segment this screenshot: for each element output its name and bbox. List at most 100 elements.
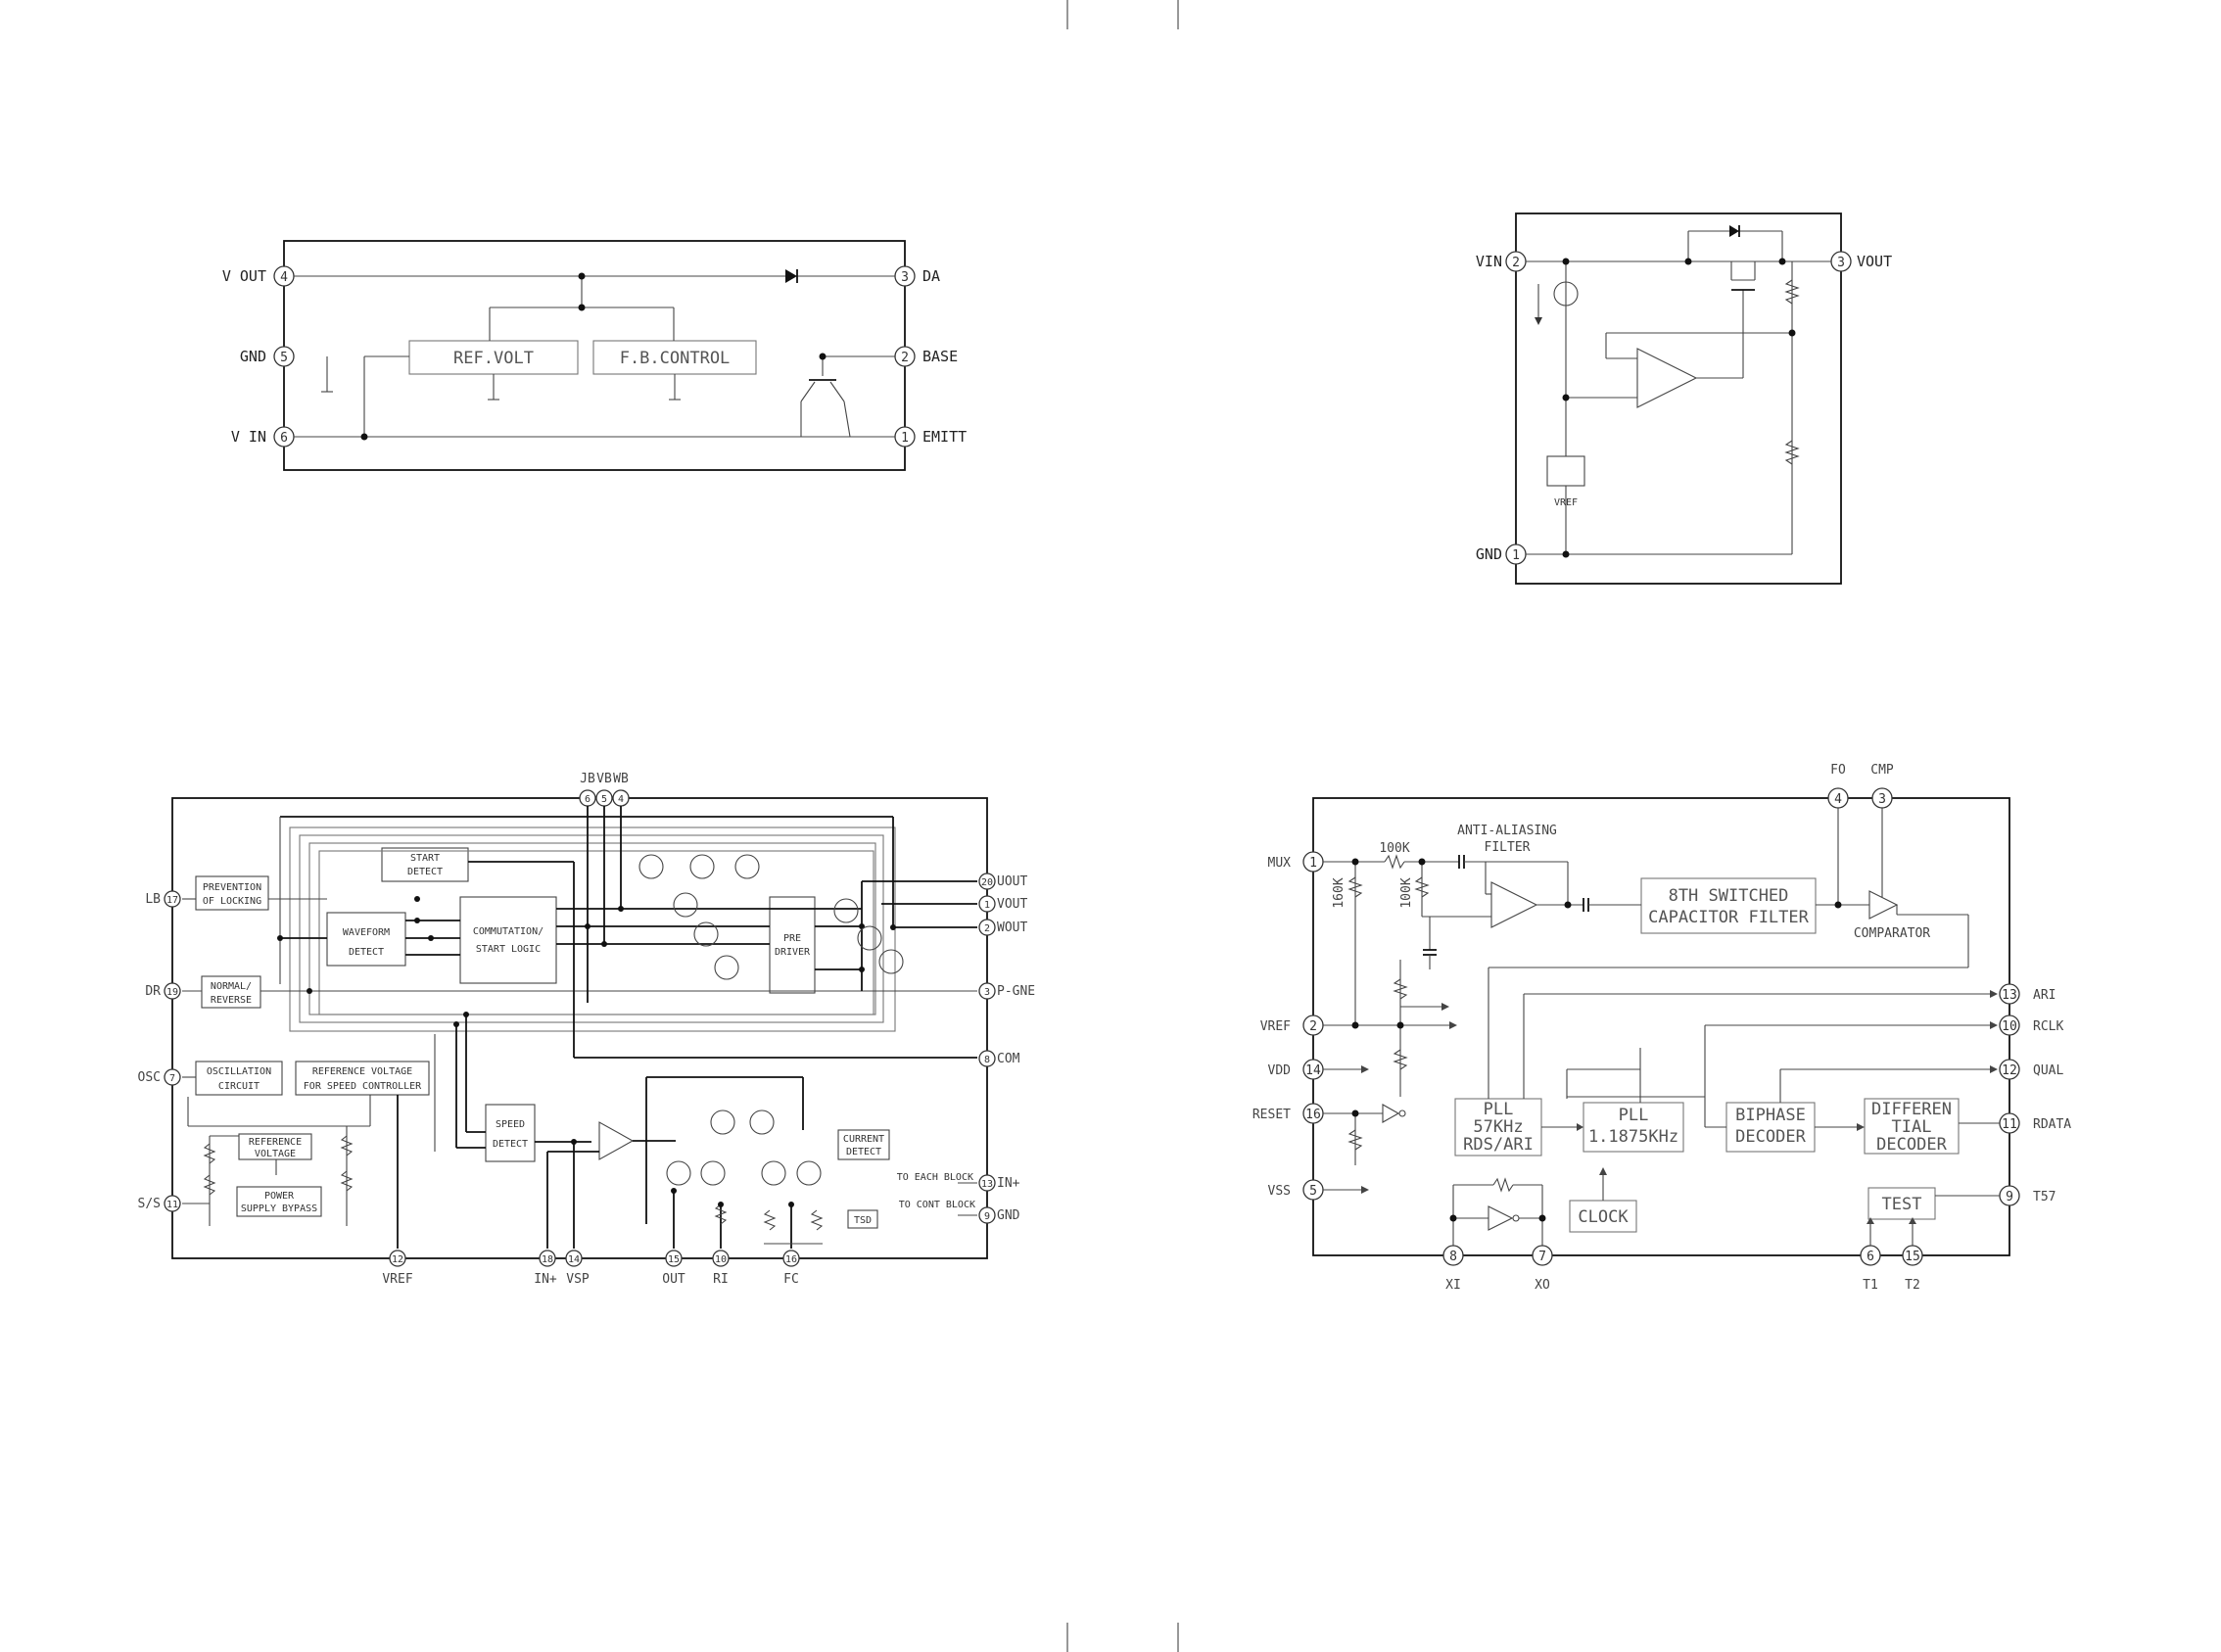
ic-outline [171, 797, 988, 1259]
pin-label: RDATA [2033, 1117, 2071, 1132]
pin-number: 9 [2006, 1190, 2013, 1204]
left-pin-ss: 11 S/S [138, 1195, 181, 1212]
block-label-line: WAVEFORM [343, 927, 390, 938]
pin-label: IN+ [534, 1272, 557, 1287]
wiring [1323, 808, 2000, 1246]
transistor-icon [700, 1160, 726, 1186]
diode-icon [785, 269, 797, 283]
right-pin-wout: 2 WOUT [978, 919, 1027, 936]
transistor-icon [761, 1160, 786, 1186]
block-label-line: ANTI-ALIASING [1457, 824, 1557, 838]
block-label-line: PLL [1484, 1100, 1514, 1119]
pin-number: 20 [981, 877, 993, 888]
pin-label: ARI [2033, 988, 2056, 1003]
ldo-block-diagram: 2 VIN 1 GND 3 VOUT VREF [1476, 212, 1892, 585]
resistor-icon [1347, 1129, 1363, 1151]
pin-number: 15 [668, 1254, 680, 1265]
pin-label: BASE [922, 348, 958, 365]
pin-number: 4 [1834, 792, 1842, 807]
switched-capacitor-filter-block: 8TH SWITCHED CAPACITOR FILTER [1640, 877, 1817, 934]
block-label-line: DETECT [493, 1139, 528, 1150]
pin-number: 2 [901, 351, 909, 365]
pin-label: VOUT [997, 897, 1027, 912]
note-cont-block: TO CONT BLOCK [899, 1200, 975, 1210]
transistor-icon [710, 1109, 735, 1135]
power-supply-bypass-block: POWER SUPPLY BYPASS [236, 1186, 322, 1217]
pin-label: T2 [1905, 1278, 1920, 1293]
pin-number: 2 [1512, 256, 1520, 270]
comparator-icon [1868, 890, 1899, 920]
bottom-pin-xi: 8 XI [1442, 1245, 1464, 1293]
current-detect-block: CURRENT DETECT [837, 1129, 890, 1160]
resistor-icon [1784, 279, 1800, 305]
transistor-icon [857, 925, 882, 951]
pin-label: EMITT [922, 428, 967, 446]
waveform-detect-block: WAVEFORM DETECT [326, 912, 406, 967]
right-pin-gnd: 9 GND [978, 1206, 1020, 1224]
top-pin-wb: 4 WB [612, 772, 630, 807]
block-label-line: 57KHz [1473, 1117, 1523, 1137]
resistor-icon [1393, 1049, 1408, 1070]
block-label-line: REVERSE [211, 995, 252, 1006]
pin-label: VOUT [1857, 253, 1892, 270]
pin-number: 9 [984, 1211, 990, 1222]
clock-block: CLOCK [1569, 1200, 1637, 1233]
pin-label: VDD [1268, 1063, 1292, 1078]
left-pin-vref: 2 VREF [1260, 1015, 1324, 1036]
block-label-line: NORMAL/ [211, 981, 252, 992]
pll-57khz-block: PLL 57KHz RDS/ARI [1454, 1098, 1542, 1156]
left-pin-dr: 19 DR [145, 982, 181, 1000]
pin-number: 10 [2002, 1019, 2017, 1034]
left-pin-osc: 7 OSC [138, 1068, 181, 1086]
pin-label: MUX [1268, 856, 1292, 871]
fb-control-block: F.B.CONTROL [592, 340, 757, 375]
diode-icon [1729, 225, 1739, 237]
pin-label: COM [997, 1052, 1020, 1066]
pin-label: VIN [1476, 253, 1502, 270]
pin-number: 11 [166, 1200, 178, 1210]
top-pin-cmp: 3 CMP [1870, 763, 1894, 809]
block-label-line: REFERENCE [249, 1137, 302, 1148]
block-label-line: PRE [783, 933, 801, 944]
commutation-logic-block: COMMUTATION/ START LOGIC [459, 896, 557, 984]
block-label-line: BIPHASE [1735, 1106, 1806, 1125]
pin-label: JB [580, 772, 595, 786]
block-label: CLOCK [1578, 1207, 1629, 1227]
block-label-line: CAPACITOR FILTER [1648, 908, 1810, 927]
right-pin-ari: 13 ARI [1999, 983, 2056, 1005]
resistor-icon [1347, 876, 1363, 898]
block-label-line: RDS/ARI [1463, 1135, 1534, 1155]
pin-label: IN+ [997, 1176, 1020, 1191]
top-pin-jb: 6 JB [579, 772, 596, 807]
schmitt-buffer-icon [1382, 1104, 1400, 1123]
pin-number: 17 [166, 895, 178, 906]
resistor-icon [203, 1174, 216, 1196]
pin-label: RI [713, 1272, 729, 1287]
error-amplifier-icon [1636, 348, 1698, 408]
pin-label: WOUT [997, 920, 1027, 935]
crop-marks [1066, 0, 1179, 1652]
block-label-line: OF LOCKING [203, 896, 261, 907]
pin-number: 10 [715, 1254, 727, 1265]
transistor-icon [796, 1160, 822, 1186]
inverter-icon [1488, 1205, 1514, 1231]
pin-label: RCLK [2033, 1019, 2063, 1034]
pin-number: 12 [392, 1254, 403, 1265]
right-pin-t57: 9 T57 [1999, 1185, 2056, 1206]
block-label-line: TIAL [1892, 1117, 1932, 1137]
pin-label: V OUT [222, 267, 266, 285]
resistor-icon [1384, 854, 1405, 870]
bottom-pin-t2: 15 T2 [1902, 1245, 1923, 1293]
pin-gnd: 1 GND [1476, 543, 1527, 565]
pin-number: 6 [1867, 1250, 1874, 1264]
top-pin-fo: 4 FO [1827, 763, 1849, 809]
left-pin-vdd: 14 VDD [1268, 1059, 1324, 1080]
block-label-line: 8TH SWITCHED [1669, 886, 1789, 906]
pin-number: 5 [280, 351, 288, 365]
block-label-line: FILTER [1485, 840, 1531, 855]
left-pin-lb: 17 LB [145, 890, 181, 908]
resistor-icon [1492, 1177, 1514, 1193]
transistor-icon [689, 854, 715, 879]
block-label-line: CIRCUIT [218, 1081, 260, 1092]
motor-driver-block-diagram: 6 JB 5 VB 4 WB 17 LB 19 DR 7 OSC [138, 772, 1036, 1287]
